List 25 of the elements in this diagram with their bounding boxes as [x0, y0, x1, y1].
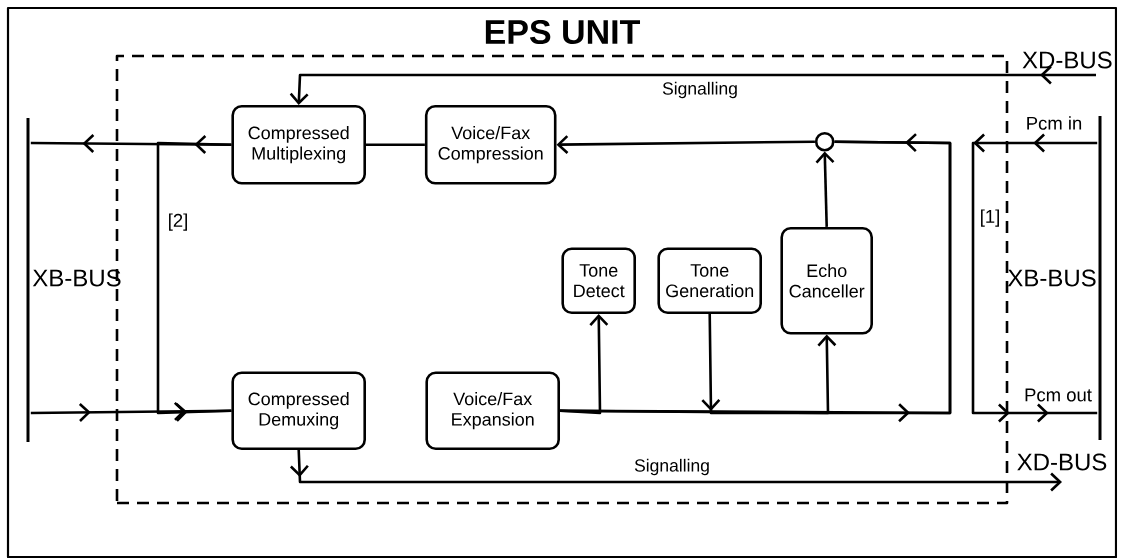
- process-box: Tone Generation: [657, 247, 762, 314]
- arrow: [815, 151, 835, 227]
- bus-label: XD-BUS: [1022, 51, 1112, 69]
- bus-label: XD-BUS: [1017, 453, 1107, 471]
- node-label: XB-BUS: [32, 269, 121, 287]
- process-box: Tone Detect: [561, 247, 636, 314]
- process-box: Echo Canceller: [780, 226, 873, 335]
- arrow: [556, 135, 815, 155]
- arrow: [289, 65, 1096, 105]
- callout-number: [2]: [169, 213, 187, 231]
- node-label: XB-BUS: [1007, 269, 1096, 287]
- callout-number: [1]: [981, 209, 999, 227]
- process-box: Voice/Fax Expansion: [425, 371, 560, 450]
- process-box: Voice/Fax Compression: [424, 104, 557, 185]
- process-box: Compressed Multiplexing: [231, 104, 366, 185]
- bus-bar: XB-BUS: [26, 118, 121, 442]
- junction-circle: [814, 131, 835, 152]
- connector-line: [366, 143, 425, 146]
- process-box: Compressed Demuxing: [231, 371, 366, 450]
- arrow: [289, 449, 1062, 492]
- edge-label: Signalling: [661, 80, 739, 100]
- edge-label: Signalling: [633, 457, 711, 477]
- signal-label: Pcm out: [1025, 388, 1092, 402]
- node-label: EPS UNIT: [485, 19, 641, 45]
- signal-label: Pcm in: [1027, 116, 1082, 130]
